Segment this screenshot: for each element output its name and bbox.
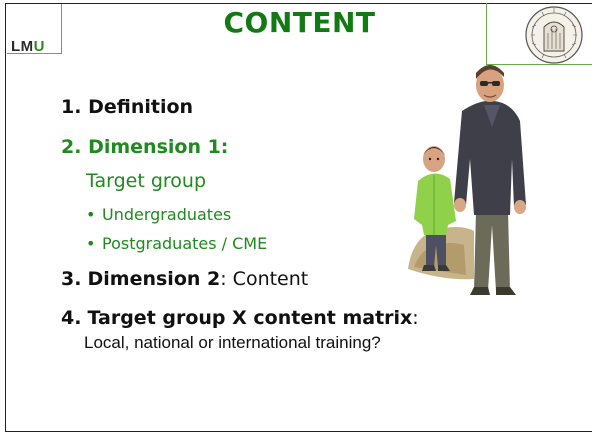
- bullet-dot: •: [86, 234, 96, 253]
- bullet-dot: •: [86, 205, 96, 224]
- slide-title: CONTENT: [223, 6, 376, 39]
- seal-box: [486, 3, 592, 65]
- outline-item-3: 3. Dimension 2: Content: [61, 268, 309, 290]
- university-seal-icon: [525, 6, 583, 64]
- outline-item-1: 1. Definition: [61, 96, 194, 118]
- item4-note: Local, national or international trainin…: [84, 333, 381, 352]
- lmu-logo: LMU: [11, 38, 46, 55]
- adult-and-child-photo: [408, 65, 526, 295]
- bullet-undergraduates: •Undergraduates: [86, 205, 232, 224]
- dimension1-subtitle: Target group: [86, 170, 207, 192]
- outline-item-4: 4. Target group X content matrix:: [61, 307, 419, 329]
- bullet-postgraduates: •Postgraduates / CME: [86, 234, 268, 253]
- slide-frame: [5, 3, 592, 432]
- outline-item-2: 2. Dimension 1:: [61, 136, 229, 158]
- logo-box: LMU: [7, 4, 62, 55]
